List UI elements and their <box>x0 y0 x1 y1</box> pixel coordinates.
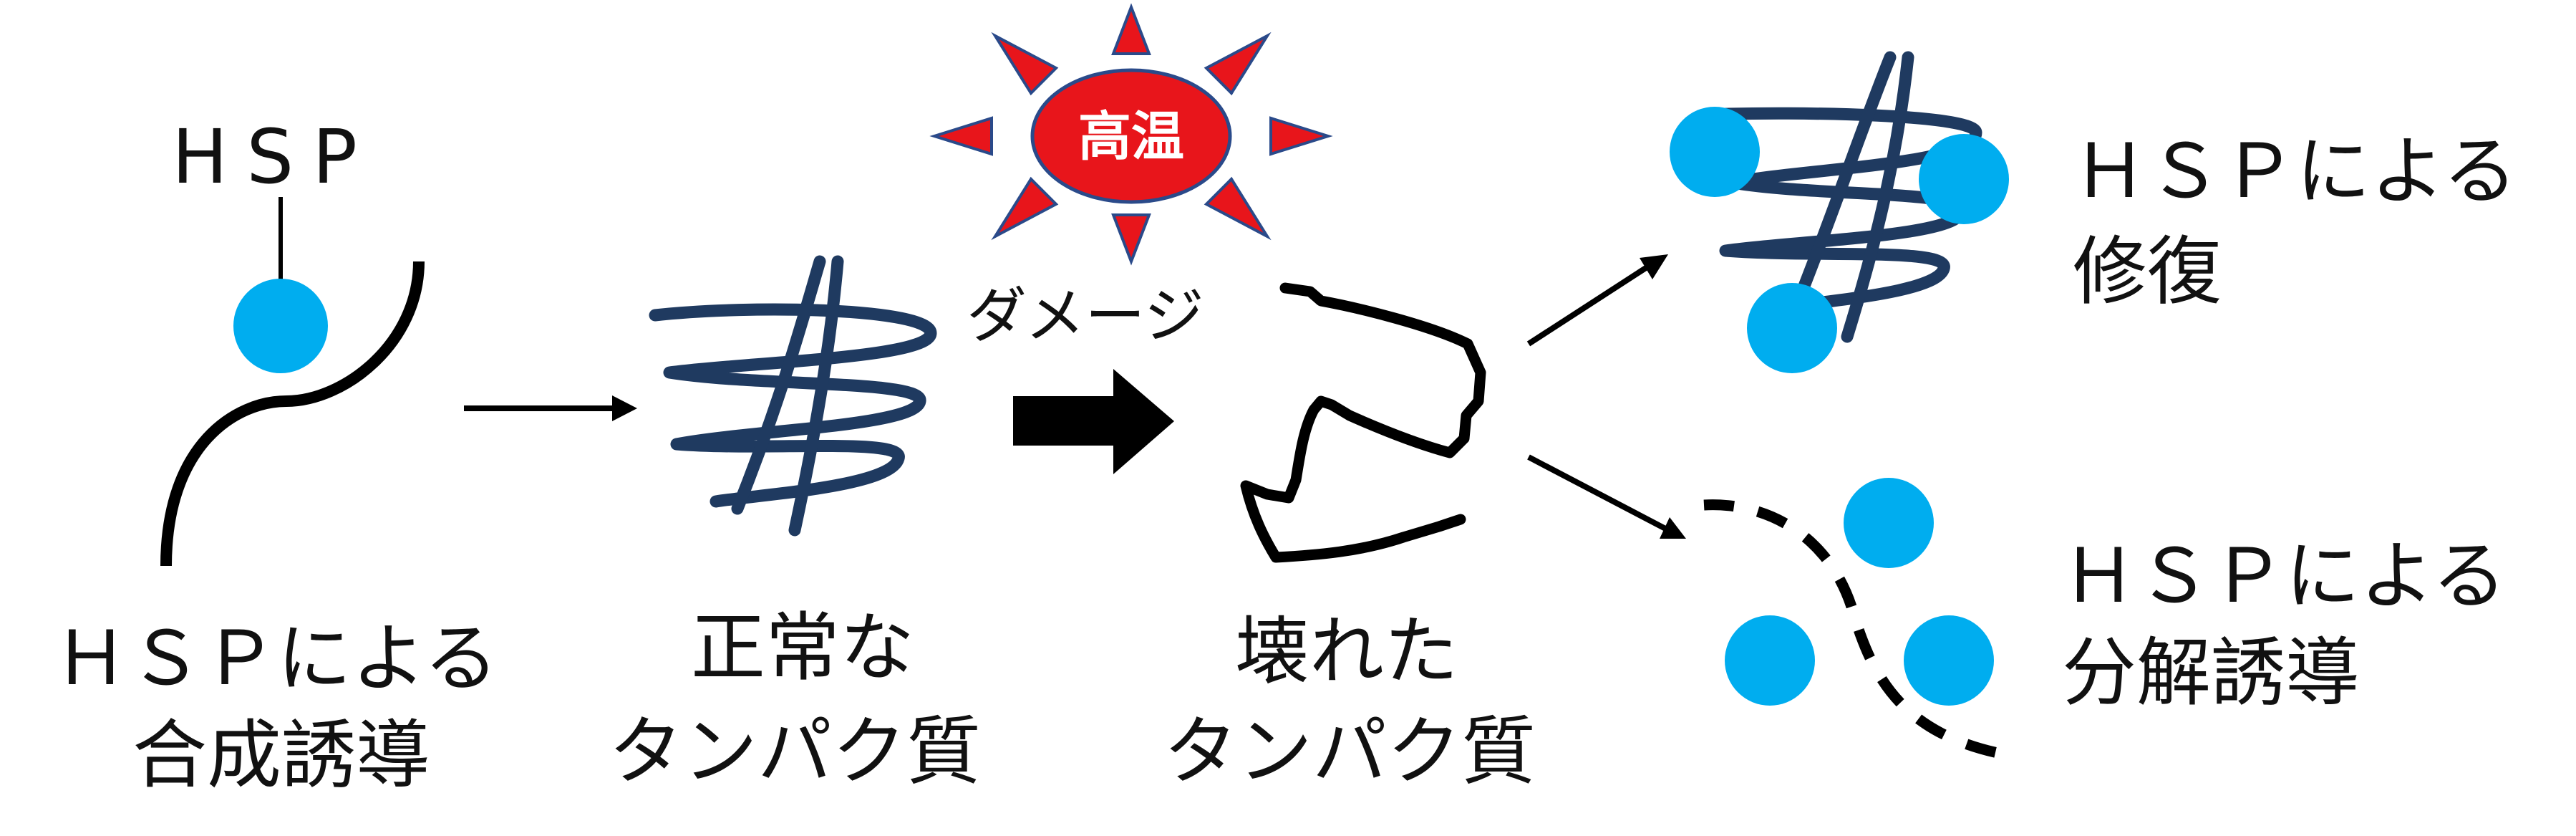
normal-label-line2: タンパク質 <box>609 708 981 795</box>
broken-label-line2: タンパク質 <box>1163 708 1536 795</box>
damage-arrow <box>1013 369 1174 474</box>
heat-label: 高温 <box>1078 106 1184 168</box>
arrow-to-repair <box>1529 265 1650 344</box>
hsp-label: HSP <box>172 113 376 201</box>
normal-label-line1: 正常な <box>691 604 914 691</box>
arrow-head <box>612 395 637 421</box>
arrow-to-degradation <box>1529 457 1668 530</box>
synthesis-label-line2: 合成誘導 <box>132 711 430 799</box>
hsp-circle <box>233 279 328 373</box>
hsp-circle <box>1904 615 1994 706</box>
degrade-label-line2: 分解誘導 <box>2062 629 2360 716</box>
repair-label-line1: ＨＳＰによる <box>2073 128 2517 215</box>
hsp-circle <box>1844 478 1934 568</box>
degrade-label-line1: ＨＳＰによる <box>2062 532 2507 620</box>
hsp-circle <box>1747 283 1837 373</box>
hsp-circle <box>1725 615 1815 706</box>
repair-label-line2: 修復 <box>2073 228 2222 315</box>
synthesis-label-line1: ＨＳＰによる <box>54 615 498 702</box>
normal-protein-coil <box>655 261 931 530</box>
damage-label: ダメージ <box>967 281 1204 351</box>
broken-label-line1: 壊れた <box>1235 607 1458 695</box>
hsp-circle <box>1919 134 2009 224</box>
hsp-circle <box>1670 107 1760 197</box>
broken-protein-strand <box>1246 288 1481 557</box>
